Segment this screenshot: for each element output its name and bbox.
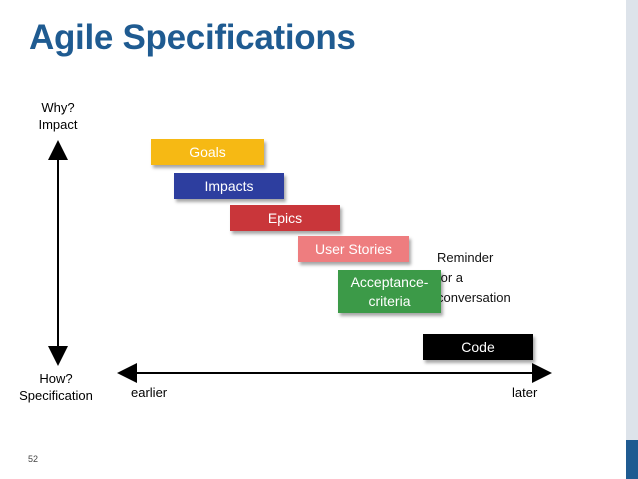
level-epics: Epics (230, 205, 340, 231)
level-acceptance-criteria-label: Acceptance- criteria (350, 273, 429, 309)
y-axis-bottom: How? Specification (8, 370, 104, 404)
y-axis-bottom-line-2: Specification (19, 388, 93, 403)
level-goals: Goals (151, 139, 264, 165)
slide-title: Agile Specifications (29, 18, 356, 57)
level-goals-label: Goals (189, 144, 226, 160)
level-code-label: Code (461, 339, 495, 355)
y-axis-top-line-1: Why? (41, 100, 75, 115)
conversation-note: Reminder for a conversation (437, 250, 511, 305)
level-user-stories: User Stories (298, 236, 409, 262)
x-axis-left-label: earlier (131, 385, 168, 400)
level-user-stories-label: User Stories (314, 241, 393, 257)
level-impacts-label: Impacts (204, 178, 254, 194)
y-axis-top: Why? Impact (20, 99, 96, 133)
level-epics-label: Epics (267, 210, 303, 226)
edge-bar-light (626, 0, 638, 440)
level-code: Code (423, 334, 533, 360)
page-number: 52 (28, 454, 39, 464)
y-axis-bottom-line-1: How? (39, 371, 73, 386)
y-axis-top-line-2: Impact (38, 117, 78, 132)
level-impacts: Impacts (174, 173, 284, 199)
x-axis-right-label: later (512, 385, 538, 400)
level-acceptance-criteria: Acceptance- criteria (338, 270, 441, 313)
edge-bar-dark (626, 440, 638, 479)
